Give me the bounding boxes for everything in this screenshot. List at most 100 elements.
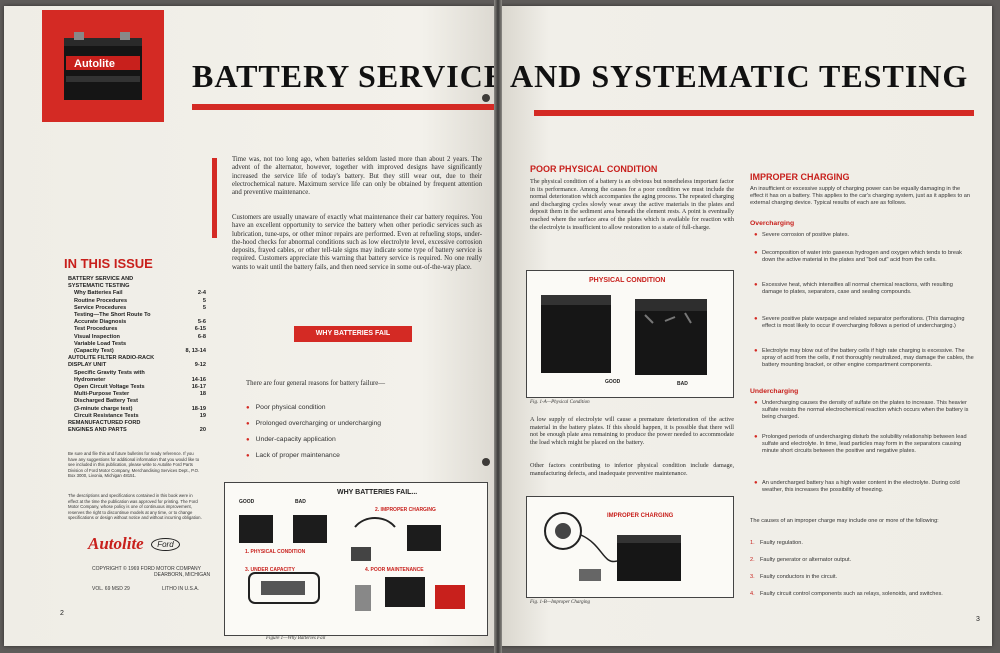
fig1a-caption: Fig. 1-A—Physical Condition bbox=[530, 400, 590, 405]
label-physical-condition: 1. PHYSICAL CONDITION bbox=[245, 549, 306, 555]
list-item: ●An undercharged battery has a high wate… bbox=[754, 480, 960, 493]
toc-entry: BATTERY SERVICE AND bbox=[68, 276, 134, 282]
spine-gutter bbox=[494, 0, 502, 653]
improper-charging-illustration: IMPROPER CHARGING bbox=[526, 496, 734, 598]
fig1b-caption: Fig. 1-B—Improper Charging bbox=[530, 600, 591, 605]
list-item: ●Severe corrosion of positive plates. bbox=[754, 232, 850, 238]
page-title-left: BATTERY SERVICE bbox=[192, 58, 496, 94]
causes-list: 1.Faulty regulation. 2.Faulty generator … bbox=[750, 540, 972, 598]
toc-entry: Specific Gravity Tests with bbox=[74, 369, 145, 376]
ford-oval: Ford bbox=[151, 538, 180, 552]
list-item: ●Undercharging causes the density of sul… bbox=[754, 400, 969, 420]
good-label: GOOD bbox=[605, 379, 621, 385]
toc-entry: Variable Load Tests bbox=[74, 340, 127, 347]
title-rule-right bbox=[534, 110, 974, 116]
label-poor-maintenance: 4. POOR MAINTENANCE bbox=[365, 567, 424, 573]
label-under-capacity: 3. UNDER CAPACITY bbox=[245, 567, 295, 573]
page-number-right: 3 bbox=[976, 616, 980, 623]
good-label: GOOD bbox=[239, 499, 255, 505]
toc-entry: Discharged Battery Test bbox=[74, 398, 138, 405]
autolite-wordmark: Autolite bbox=[88, 534, 144, 553]
list-item: ●Excessive heat, which intensifies all n… bbox=[754, 282, 953, 295]
list-item: ●Decomposition of water into gaseous hyd… bbox=[754, 250, 962, 263]
title-rule-left bbox=[192, 104, 496, 110]
toc-entry: Testing—The Short Route To bbox=[74, 312, 151, 319]
poor-physical-condition-heading: POOR PHYSICAL CONDITION bbox=[530, 164, 658, 174]
toc-entry: (Capacity Test)8, 13-14 bbox=[74, 348, 206, 355]
poor-condition-text: The physical condition of a battery is a… bbox=[530, 178, 734, 231]
label-improper-charging: 2. IMPROPER CHARGING bbox=[375, 507, 436, 513]
list-item: Lack of proper maintenance bbox=[246, 448, 381, 464]
binder-hole bbox=[482, 458, 490, 466]
battery-photo: Autolite bbox=[42, 10, 164, 122]
in-this-issue-heading: IN THIS ISSUE bbox=[64, 256, 153, 271]
fig1a-heading: PHYSICAL CONDITION bbox=[589, 277, 666, 284]
list-item: Prolonged overcharging or undercharging bbox=[246, 416, 381, 432]
intro-paragraph-1: Time was, not too long ago, when batteri… bbox=[232, 156, 482, 197]
list-item: Under-capacity application bbox=[246, 432, 381, 448]
figure-1-caption: Figure 1—Why Batteries Fail bbox=[266, 636, 326, 641]
undercharging-heading: Undercharging bbox=[750, 388, 799, 395]
improper-charging-text: An insufficient or excessive supply of c… bbox=[750, 186, 970, 206]
overcharging-heading: Overcharging bbox=[750, 220, 795, 227]
toc-entry: AUTOLITE FILTER RADIO-RACK bbox=[68, 355, 155, 362]
list-item: ●Prolonged periods of undercharging dist… bbox=[754, 434, 967, 454]
list-item: ●Severe positive plate warpage and relat… bbox=[754, 316, 965, 329]
toc-entry: REMANUFACTURED FORD bbox=[68, 420, 141, 427]
autolite-ford-logo: Autolite Ford bbox=[88, 534, 206, 558]
intro-paragraph-2: Customers are usually unaware of exactly… bbox=[232, 214, 482, 271]
copyright: COPYRIGHT © 1969 FORD MOTOR COMPANY bbox=[92, 566, 201, 572]
right-page: AND SYSTEMATIC TESTING POOR PHYSICAL CON… bbox=[500, 6, 992, 646]
volume-number: VOL. 69 MSD 29 bbox=[92, 586, 130, 592]
why-batteries-fail-heading: WHY BATTERIES FAIL bbox=[294, 326, 412, 342]
binder-hole bbox=[482, 94, 490, 102]
list-item: Poor physical condition bbox=[246, 400, 381, 416]
illustration-heading: WHY BATTERIES FAIL... bbox=[337, 489, 418, 496]
page-number-left: 2 bbox=[60, 610, 64, 617]
toc-entry: SYSTEMATIC TESTING bbox=[68, 283, 130, 290]
charger-battery-icon bbox=[544, 512, 681, 581]
bad-label: BAD bbox=[677, 381, 688, 387]
left-page: Autolite BATTERY SERVICE IN THIS ISSUE B… bbox=[4, 6, 496, 646]
electrolyte-text: A low supply of electrolyte will cause a… bbox=[530, 416, 734, 446]
improper-charging-heading: IMPROPER CHARGING bbox=[750, 172, 850, 182]
list-item: 2.Faulty generator or alternator output. bbox=[750, 557, 852, 563]
failure-reasons-list: Poor physical condition Prolonged overch… bbox=[246, 400, 381, 464]
why-intro: There are four general reasons for batte… bbox=[246, 380, 386, 387]
page-title-right: AND SYSTEMATIC TESTING bbox=[510, 58, 969, 94]
battery-label: Autolite bbox=[74, 58, 115, 70]
location: DEARBORN, MICHIGAN bbox=[154, 572, 211, 578]
fig1b-heading: IMPROPER CHARGING bbox=[607, 513, 674, 519]
good-bad-batteries-icon bbox=[541, 295, 707, 375]
list-item: ●Electrolyte may blow out of the battery… bbox=[754, 348, 974, 368]
list-item: 4.Faulty circuit control components such… bbox=[750, 591, 943, 597]
bad-label: BAD bbox=[295, 499, 306, 505]
battery-icon: Autolite bbox=[64, 32, 142, 100]
physical-condition-illustration: PHYSICAL CONDITION GOOD BAD bbox=[526, 270, 734, 398]
other-factors-text: Other factors contributing to inferior p… bbox=[530, 462, 734, 477]
litho-note: LITHO IN U.S.A. bbox=[162, 586, 199, 592]
why-batteries-fail-illustration: WHY BATTERIES FAIL... GOOD BAD 1. PHYSIC… bbox=[224, 482, 488, 636]
intro-red-bar bbox=[212, 158, 217, 238]
causes-intro: The causes of an improper charge may inc… bbox=[750, 518, 939, 524]
list-item: 1.Faulty regulation. bbox=[750, 540, 803, 546]
fine-print-suggestions: Be sure and file this and future bulleti… bbox=[68, 451, 200, 479]
list-item: 3.Faulty conductors in the circuit. bbox=[750, 574, 838, 580]
fine-print-disclaimer: The descriptions and specifications cont… bbox=[68, 493, 202, 521]
toc-entry: (3-minute charge test)18-19 bbox=[74, 405, 206, 412]
battery-illustrations-icon bbox=[239, 515, 465, 611]
